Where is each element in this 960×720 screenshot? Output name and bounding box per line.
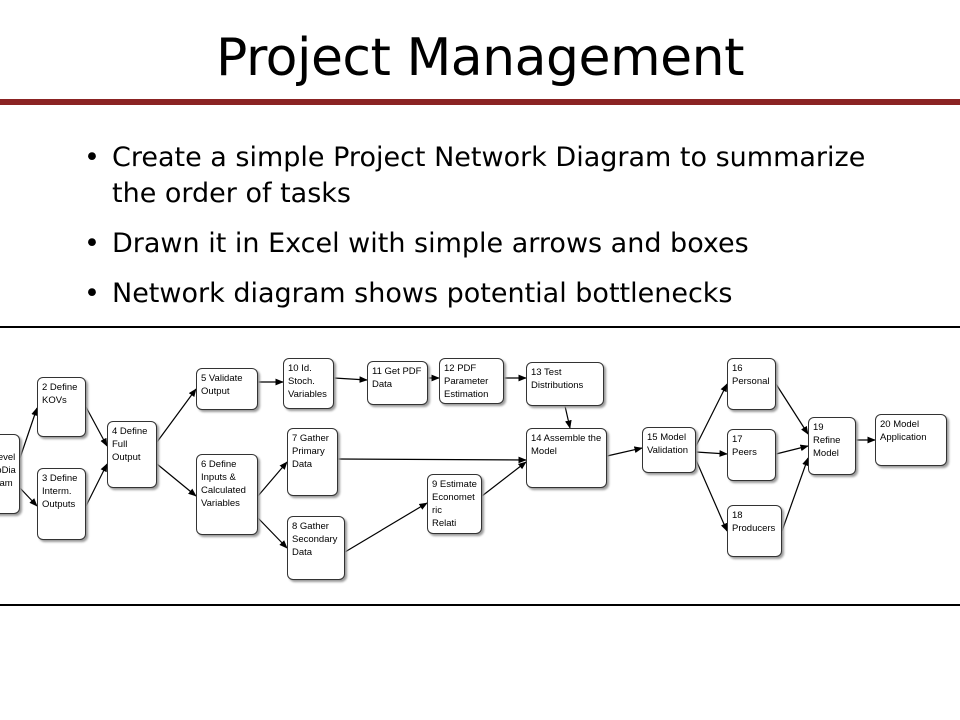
node-14: 14 Assemble the Model — [526, 428, 607, 488]
connector-arrow — [257, 461, 288, 497]
node-8: 8 Gather Secondary Data — [287, 516, 345, 580]
node-17: 17 Peers — [727, 429, 776, 481]
node-3: 3 Define Interm. Outputs — [37, 468, 86, 540]
connector-arrow — [481, 461, 527, 497]
node-15: 15 Model Validation — [642, 427, 696, 473]
network-diagram: 1 Devel opDia gram 2 Define KOVs 3 Defin… — [0, 328, 960, 604]
diagram-bottom-border — [0, 604, 960, 606]
connector-arrow — [85, 406, 108, 447]
node-1: 1 Devel opDia gram — [0, 434, 20, 514]
connector-arrow — [775, 383, 809, 435]
connector-arrow — [775, 444, 809, 455]
connector-arrow — [156, 463, 197, 497]
node-11: 11 Get PDF Data — [367, 361, 428, 405]
connector-arrow — [333, 376, 368, 383]
connector-arrow — [781, 457, 809, 532]
node-16: 16 Personal — [727, 358, 776, 410]
bullet-item: Network diagram shows potential bottlene… — [80, 276, 910, 312]
node-19: 19 Refine Model — [808, 417, 856, 475]
connector-arrow — [344, 502, 428, 553]
connector-arrow — [156, 388, 197, 443]
node-13: 13 Test Distributions — [526, 362, 604, 406]
arrow-layer — [19, 374, 876, 553]
connector-arrow — [19, 487, 38, 507]
connector-arrow — [695, 450, 728, 457]
slide-title: Project Management — [216, 28, 745, 88]
connector-arrow — [19, 407, 38, 459]
diagram-arrows — [19, 374, 876, 553]
connector-arrow — [337, 456, 527, 464]
bullet-item: Create a simple Project Network Diagram … — [80, 140, 910, 212]
bullet-list: Create a simple Project Network Diagram … — [80, 140, 910, 326]
node-2: 2 Define KOVs — [37, 377, 86, 437]
diagram-top-border — [0, 326, 960, 328]
title-underline — [0, 99, 960, 105]
node-12: 12 PDF Parameter Estimation — [439, 358, 504, 404]
bullet-item: Drawn it in Excel with simple arrows and… — [80, 226, 910, 262]
connector-arrow — [257, 517, 288, 549]
connector-arrow — [606, 446, 643, 457]
connector-arrow — [85, 463, 108, 507]
connector-arrow — [695, 383, 728, 447]
node-18: 18 Producers — [727, 505, 782, 557]
node-20: 20 Model Application — [875, 414, 947, 466]
node-6: 6 Define Inputs & Calculated Variables — [196, 454, 258, 535]
node-7: 7 Gather Primary Data — [287, 428, 338, 496]
node-9: 9 Estimate Economet ric Relati — [427, 474, 482, 534]
node-4: 4 Define Full Output — [107, 421, 157, 488]
connector-arrow — [695, 459, 728, 532]
node-5: 5 Validate Output — [196, 368, 258, 410]
node-10: 10 Id. Stoch. Variables — [283, 358, 334, 409]
connector-arrow — [564, 405, 572, 429]
